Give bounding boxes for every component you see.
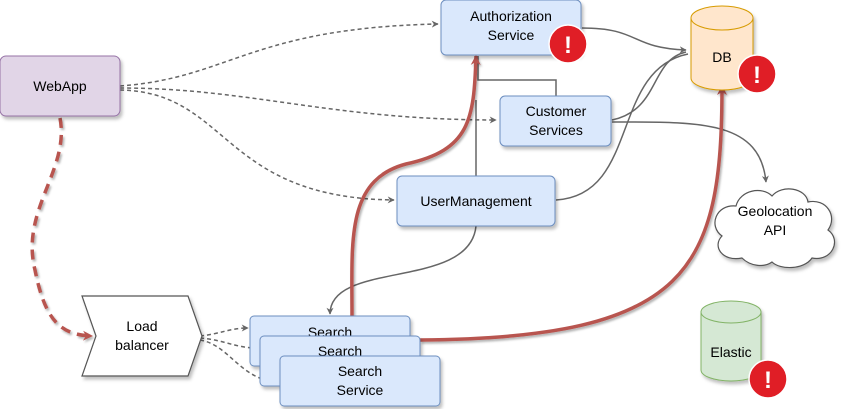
edge-lb-to-search1 — [199, 324, 249, 337]
node-elastic-label: Elastic — [710, 344, 751, 360]
edge-auth-to-db — [581, 27, 687, 54]
node-geo-label-line1: Geolocation — [738, 203, 813, 219]
alert-icon-db: ! — [737, 54, 777, 94]
node-search-service[interactable] — [279, 355, 441, 407]
svg-text:!: ! — [753, 62, 761, 89]
svg-text:!: ! — [564, 32, 572, 59]
alert-icon-elastic: ! — [748, 359, 788, 399]
node-webapp-label: WebApp — [33, 78, 87, 94]
node-auth-label-line2: Service — [488, 27, 535, 43]
node-user-management[interactable] — [396, 175, 556, 227]
edge-webapp-to-auth — [119, 20, 439, 87]
edge-lb-to-search2 — [199, 337, 259, 352]
node-customer-label-line1: Customer — [526, 103, 587, 119]
edge-usermgmt-to-db — [555, 53, 689, 201]
node-webapp[interactable] — [0, 55, 121, 117]
node-search3-label-line1: Search — [338, 363, 382, 379]
edge-customer-to-geo — [611, 121, 769, 183]
node-lb-label-line1: Load — [126, 318, 157, 334]
edge-search-to-auth — [350, 55, 481, 317]
edge-usermgmt-to-search — [326, 225, 477, 315]
node-geo-label-line2: API — [764, 222, 787, 238]
edge-customer-to-db — [611, 51, 687, 121]
svg-text:!: ! — [764, 367, 772, 394]
alert-icon-authorization: ! — [548, 24, 588, 64]
edge-webapp-to-lb — [30, 117, 93, 341]
node-search2-label: Search — [318, 343, 362, 359]
node-authorization-service[interactable] — [440, 0, 582, 56]
node-load-balancer[interactable] — [81, 295, 203, 377]
node-geolocation-api[interactable] — [714, 188, 835, 269]
node-customer-label-line2: Services — [529, 122, 583, 138]
edge-webapp-to-customer — [119, 87, 497, 124]
node-lb-label-line2: balancer — [115, 337, 169, 353]
edge-customer-to-auth — [477, 56, 557, 96]
node-elastic[interactable] — [700, 300, 762, 382]
node-auth-label-line1: Authorization — [470, 8, 552, 24]
node-db-label: DB — [712, 49, 731, 65]
node-search3-label-line2: Service — [337, 382, 384, 398]
edge-webapp-to-usermgmt — [119, 89, 395, 204]
node-customer-services[interactable] — [499, 95, 612, 147]
edge-search-to-db — [419, 85, 727, 342]
edges — [30, 20, 769, 386]
node-usermgmt-label: UserManagement — [420, 193, 531, 209]
